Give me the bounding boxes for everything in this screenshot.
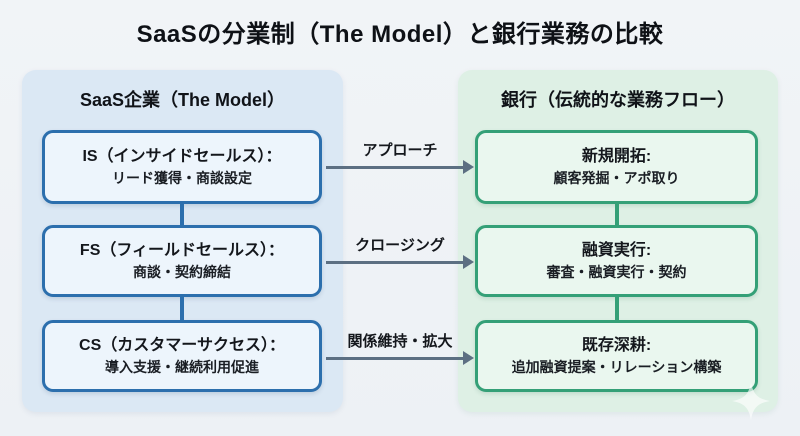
bank-panel-header: 銀行（伝統的な業務フロー）	[501, 90, 735, 110]
bank-box-existing-deepening-desc: 追加融資提案・リレーション構築	[511, 359, 722, 376]
arrow-label-closing: クロージング	[355, 237, 445, 254]
arrow-line	[326, 356, 463, 360]
bank-box-existing-deepening: 既存深耕: 追加融資提案・リレーション構築	[475, 320, 758, 392]
saas-box-inside-sales-desc: リード獲得・商談設定	[112, 170, 252, 187]
bank-box-loan-execution-desc: 審査・融資実行・契約	[546, 264, 687, 281]
diagram-title: SaaSの分業制（The Model）と銀行業務の比較	[136, 21, 664, 48]
sparkle-icon	[732, 382, 770, 420]
saas-box-inside-sales: IS（インサイドセールス）： リード獲得・商談設定	[42, 130, 322, 204]
arrow-line	[326, 260, 463, 264]
saas-box-field-sales: FS（フィールドセールス）： 商談・契約締結	[42, 225, 322, 297]
saas-box-field-sales-desc: 商談・契約締結	[133, 264, 231, 281]
arrow-relationship	[326, 351, 474, 365]
arrow-right-icon	[463, 255, 474, 269]
saas-panel-header: SaaS企業（The Model）	[79, 90, 286, 110]
arrow-closing	[326, 255, 474, 269]
arrow-label-relationship: 関係維持・拡大	[347, 333, 453, 350]
saas-box-field-sales-title: FS（フィールドセールス）：	[79, 241, 285, 259]
bank-connector-2	[615, 297, 619, 320]
saas-box-customer-success-desc: 導入支援・継続利用促進	[105, 359, 259, 376]
bank-connector-1	[615, 204, 619, 225]
bank-box-loan-execution-title: 融資実行:	[581, 241, 652, 259]
bank-box-loan-execution: 融資実行: 審査・融資実行・契約	[475, 225, 758, 297]
arrow-right-icon	[463, 160, 474, 174]
arrow-label-approach: アプローチ	[362, 142, 438, 159]
saas-connector-1	[180, 204, 184, 225]
bank-box-new-development-title: 新規開拓:	[581, 147, 652, 165]
saas-box-customer-success: CS（カスタマーサクセス）： 導入支援・継続利用促進	[42, 320, 322, 392]
arrow-right-icon	[463, 351, 474, 365]
bank-box-new-development-desc: 顧客発掘・アポ取り	[553, 170, 680, 187]
saas-box-customer-success-title: CS（カスタマーサクセス）：	[79, 336, 285, 354]
bank-box-existing-deepening-title: 既存深耕:	[581, 336, 652, 354]
saas-box-inside-sales-title: IS（インサイドセールス）：	[82, 147, 282, 165]
arrow-line	[326, 165, 463, 169]
saas-connector-2	[180, 297, 184, 320]
arrow-approach	[326, 160, 474, 174]
bank-box-new-development: 新規開拓: 顧客発掘・アポ取り	[475, 130, 758, 204]
